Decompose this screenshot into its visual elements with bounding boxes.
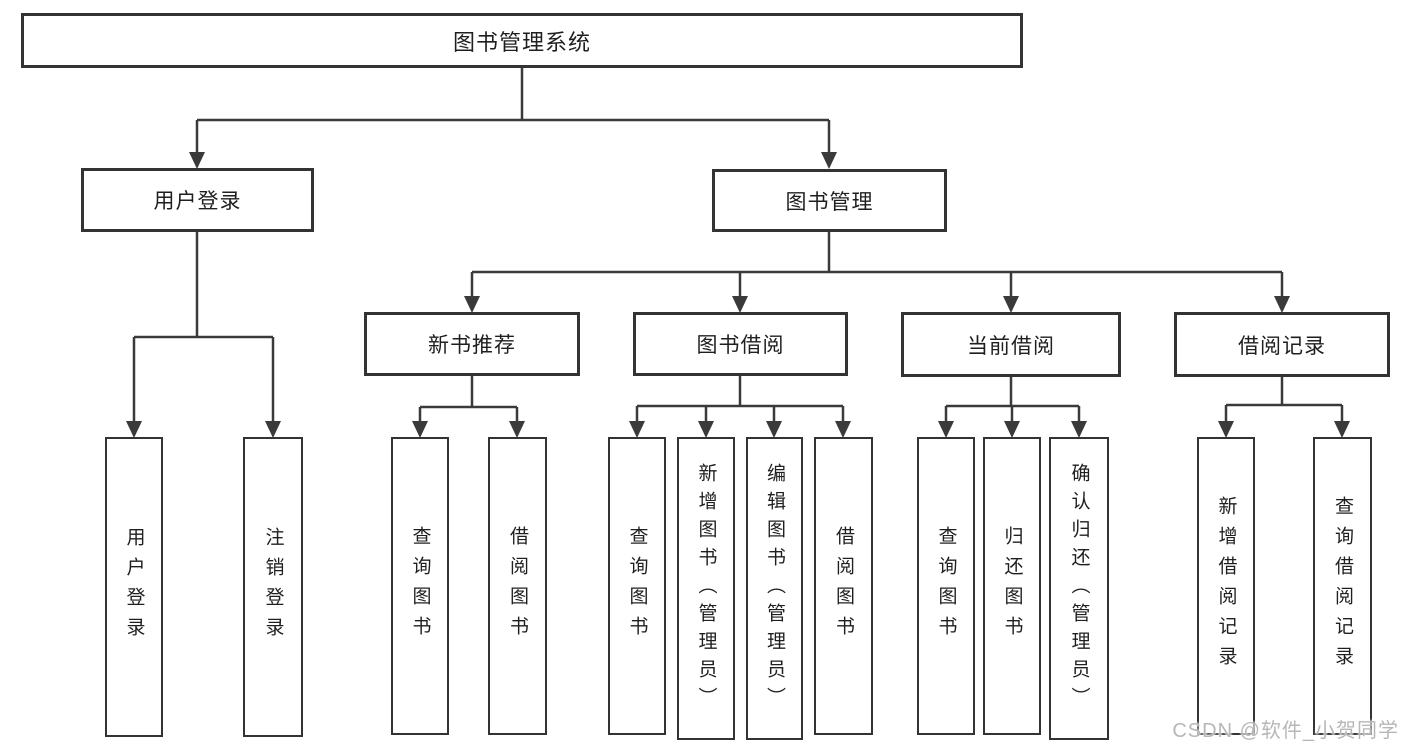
leaf-return-books: 归还图书 xyxy=(983,437,1041,735)
leaf-add-books-admin: 新增图书（管理员） xyxy=(677,437,735,740)
leaf-borrow-books: 借阅图书 xyxy=(488,437,547,735)
csdn-watermark: CSDN @软件_小贺同学 xyxy=(1172,720,1399,742)
leaf-search-books-2: 查询图书 xyxy=(608,437,666,735)
leaf-search-borrow-record: 查询借阅记录 xyxy=(1313,437,1372,735)
leaf-edit-books-admin: 编辑图书（管理员） xyxy=(746,437,803,740)
node-library-management-system: 图书管理系统 xyxy=(21,13,1023,68)
leaf-logout: 注销登录 xyxy=(243,437,303,737)
leaf-search-books: 查询图书 xyxy=(391,437,449,735)
leaf-add-borrow-record: 新增借阅记录 xyxy=(1197,437,1255,735)
node-book-management: 图书管理 xyxy=(712,169,947,232)
node-current-borrowing: 当前借阅 xyxy=(901,312,1121,377)
leaf-search-books-3: 查询图书 xyxy=(917,437,975,735)
leaf-user-login: 用户登录 xyxy=(105,437,163,737)
node-user-login: 用户登录 xyxy=(81,168,314,232)
node-new-book-recommendation: 新书推荐 xyxy=(364,312,580,376)
leaf-confirm-return-admin: 确认归还（管理员） xyxy=(1049,437,1109,740)
node-borrowing-records: 借阅记录 xyxy=(1174,312,1390,377)
node-book-borrowing: 图书借阅 xyxy=(633,312,848,376)
leaf-borrow-books-2: 借阅图书 xyxy=(814,437,873,735)
arrowheads xyxy=(126,152,1350,438)
